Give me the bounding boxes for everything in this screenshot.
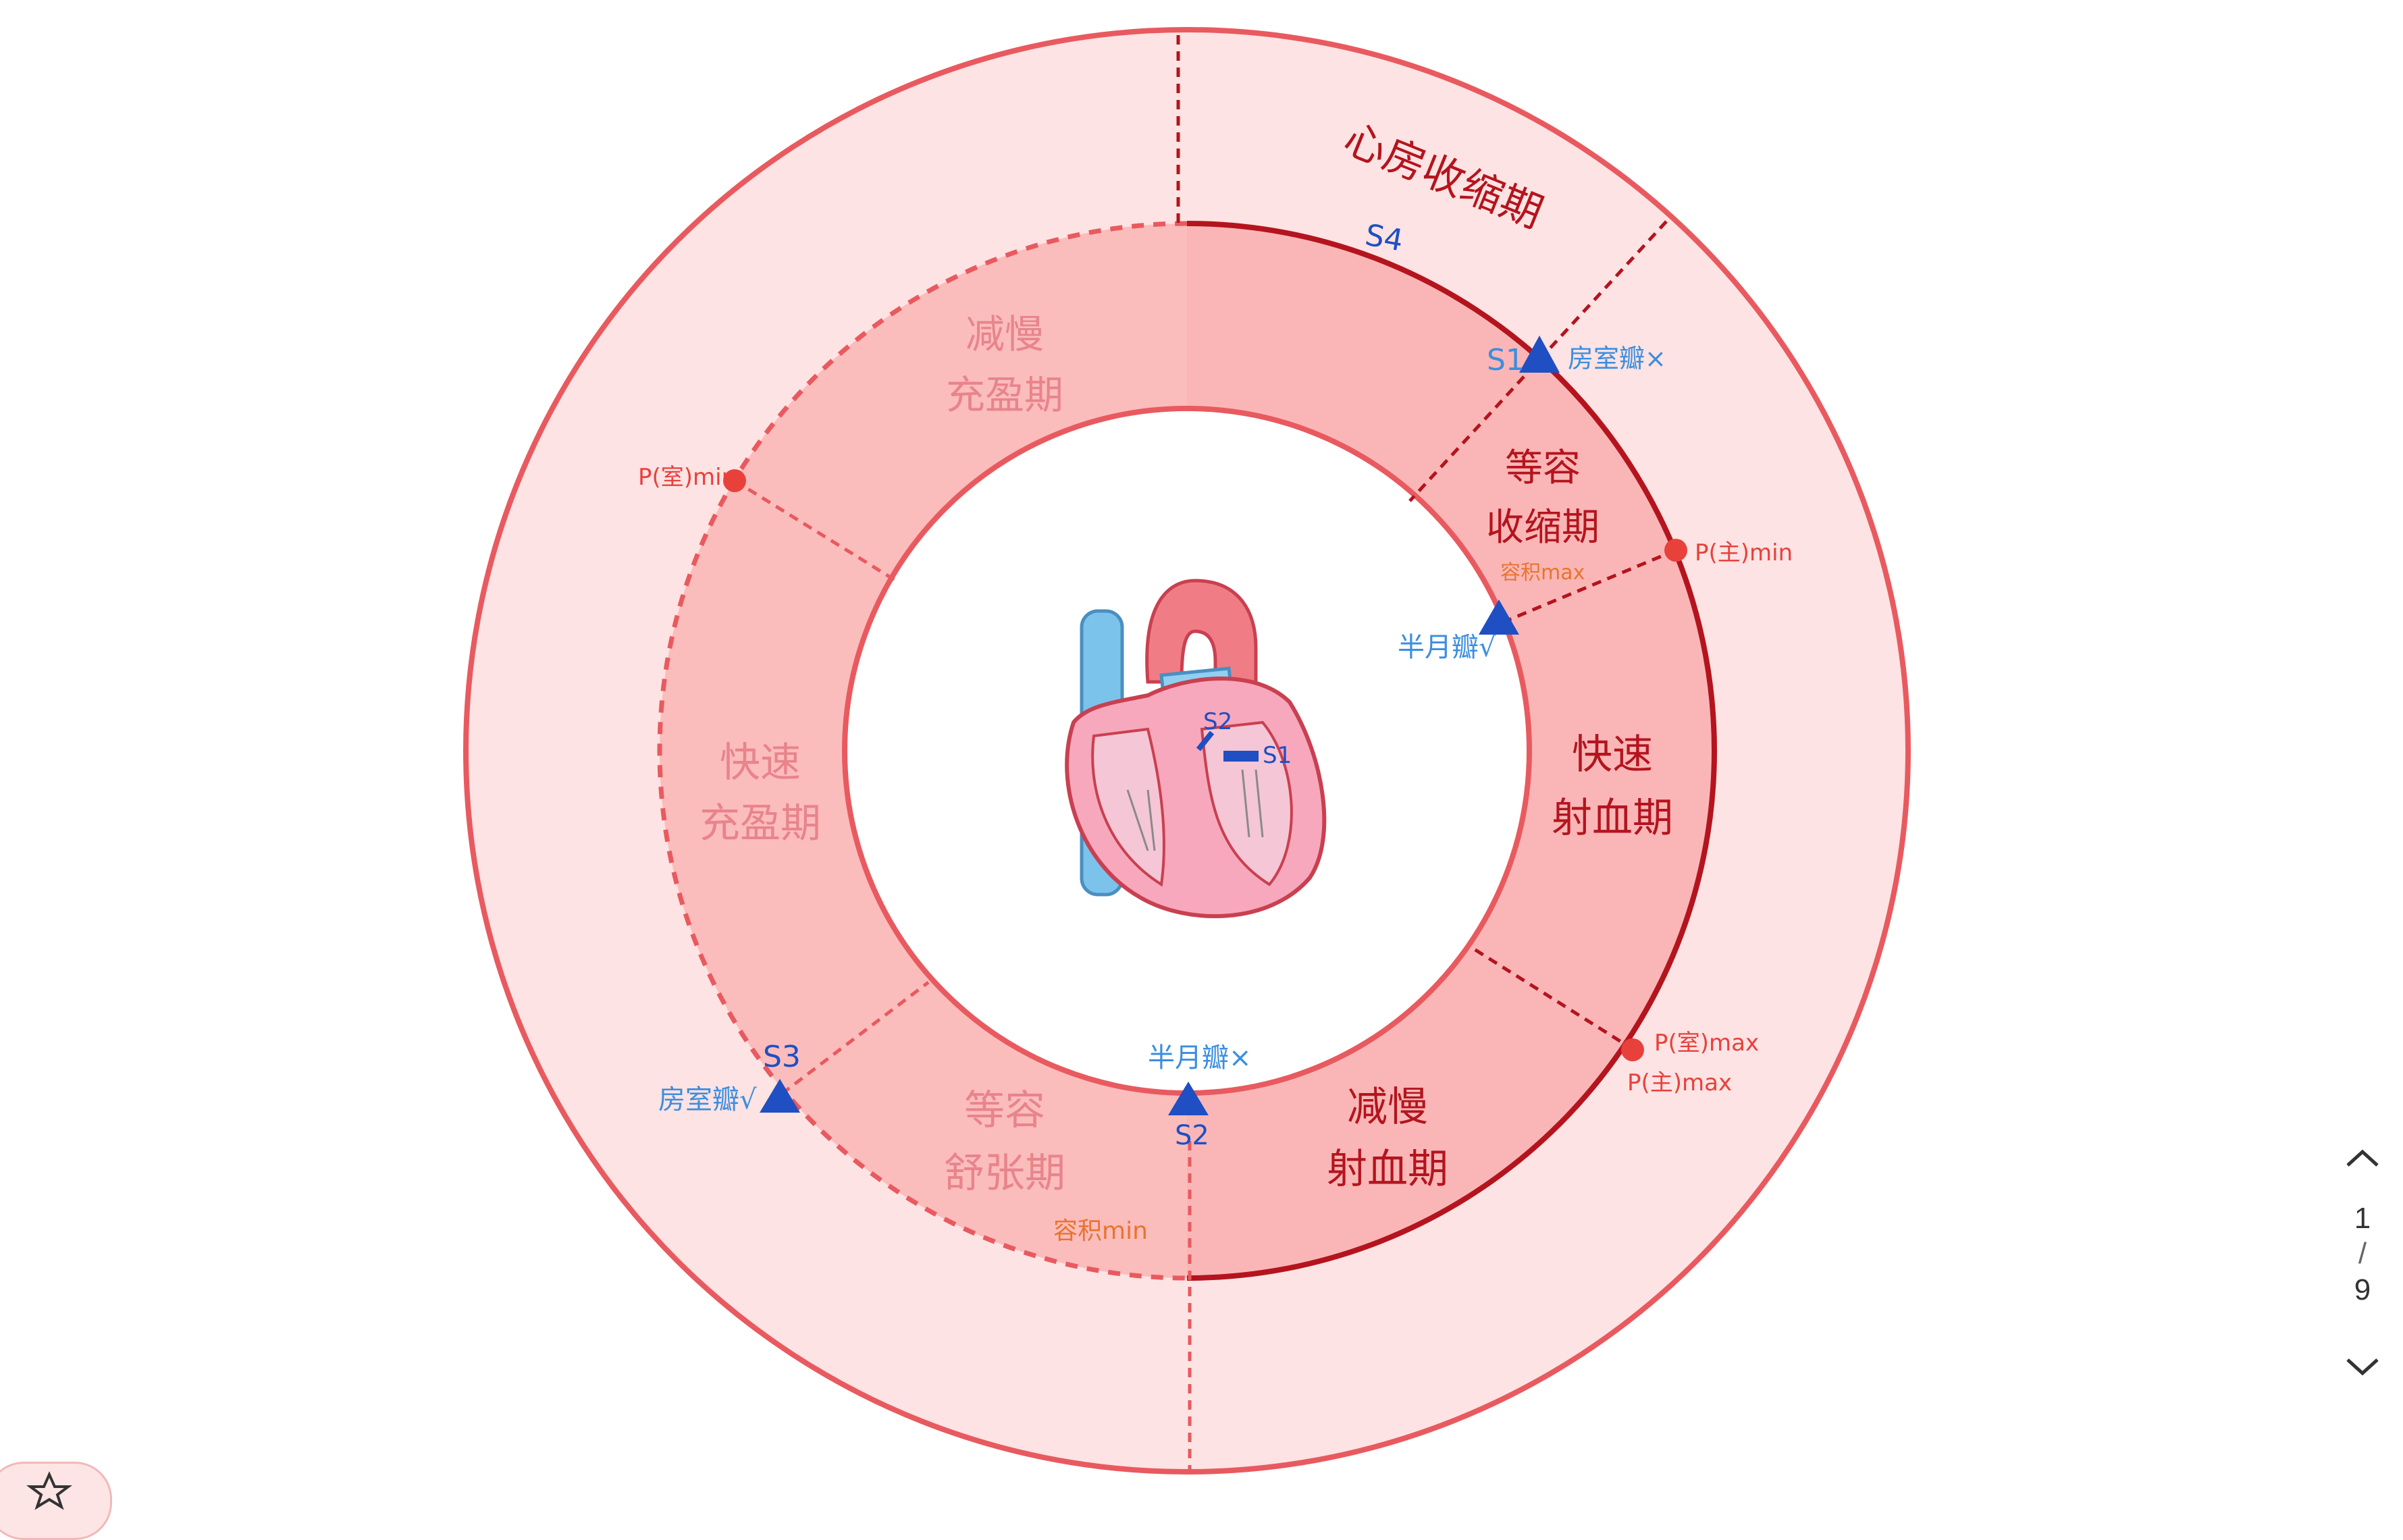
page-up-button[interactable] [2322, 1134, 2403, 1181]
heart-label-s1: S1 [1263, 742, 1292, 769]
marker-volume-min: 容积min [1053, 1217, 1148, 1245]
page-down-button[interactable] [2322, 1344, 2403, 1391]
triangle-s3 [760, 1079, 800, 1113]
marker-av-open: 房室瓣√ [658, 1084, 757, 1115]
marker-s4: S4 [1363, 218, 1406, 259]
favorite-button[interactable] [0, 1462, 112, 1540]
label-rapid-filling-1: 快速 [720, 739, 801, 787]
page-current: 1 [2354, 1202, 2371, 1235]
label-iso-relaxation-1: 等容 [964, 1087, 1045, 1134]
divider-s1 [1408, 220, 1668, 502]
heart-illustration: S2 S1 [1065, 579, 1327, 918]
marker-semilunar-open: 半月瓣√ [1398, 632, 1496, 663]
label-reduced-ejection-2: 射血期 [1327, 1146, 1448, 1193]
page-total: 9 [2354, 1273, 2371, 1306]
ring-outline-diastole [657, 221, 1188, 1281]
marker-av-close: 房室瓣× [1568, 344, 1666, 373]
marker-p-aorta-min: P(主)min [1695, 539, 1793, 566]
label-reduced-filling-1: 减慢 [966, 311, 1044, 357]
label-iso-contraction-2: 收缩期 [1486, 506, 1600, 550]
dot-p-ventricle-min [723, 469, 746, 492]
triangle-s1 [1519, 336, 1560, 373]
label-rapid-filling-2: 充盈期 [699, 800, 821, 847]
marker-p-aorta-max: P(主)max [1627, 1069, 1732, 1096]
label-rapid-ejection-1: 快速 [1572, 731, 1653, 778]
heart-label-s2: S2 [1203, 708, 1232, 735]
label-reduced-filling-2: 充盈期 [946, 372, 1063, 418]
marker-p-ventricle-max: P(室)max [1654, 1030, 1759, 1057]
systole-ring-shade [1187, 223, 1714, 1278]
marker-volume-max: 容积max [1500, 561, 1585, 585]
chevron-down-icon [2346, 1358, 2379, 1376]
marker-s2: S2 [1175, 1120, 1209, 1151]
marker-s3: S3 [763, 1040, 801, 1074]
divider-left-lower [781, 981, 930, 1095]
marker-semilunar-close: 半月瓣× [1148, 1042, 1252, 1073]
dot-p-aorta-min [1664, 539, 1687, 562]
cardiac-cycle-diagram: 心房收缩期 减慢 充盈期 等容 收缩期 快速 射血期 减慢 射血期 等容 舒张期… [463, 27, 1911, 1479]
star-icon [26, 1471, 72, 1510]
page-separator: / [2358, 1237, 2367, 1270]
chevron-up-icon [2346, 1149, 2379, 1167]
marker-s1: S1 [1487, 343, 1525, 377]
divider-aorta-min [1505, 548, 1676, 623]
ring-outline-systole [1186, 221, 1717, 1281]
label-iso-relaxation-2: 舒张期 [944, 1150, 1065, 1197]
marker-p-ventricle-min: P(室)min [638, 464, 736, 491]
label-rapid-ejection-2: 射血期 [1552, 795, 1673, 842]
label-iso-contraction-1: 等容 [1505, 446, 1581, 490]
page-navigator: 1 / 9 [2322, 1121, 2403, 1391]
triangle-semilunar-open [1479, 600, 1519, 635]
triangle-semilunar-close [1168, 1082, 1209, 1115]
dot-p-ventricle-max [1621, 1038, 1644, 1061]
label-reduced-ejection-1: 减慢 [1347, 1084, 1428, 1131]
